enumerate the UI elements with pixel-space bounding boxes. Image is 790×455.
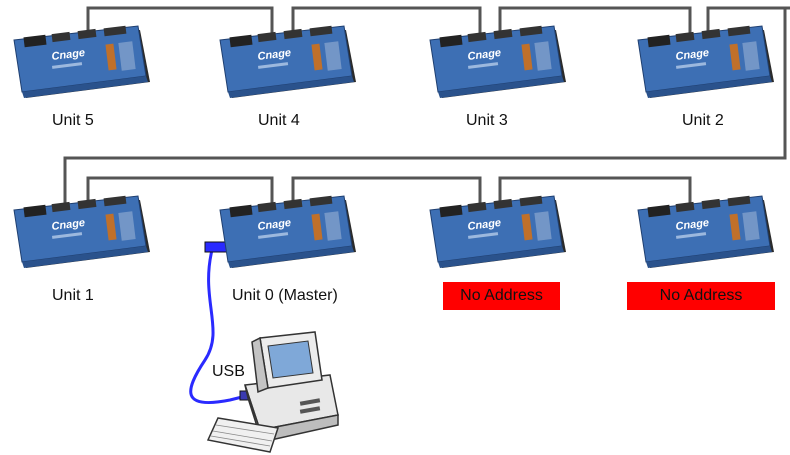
usb-label: USB — [212, 363, 245, 380]
controller-board-graphic: Cnage — [13, 195, 150, 268]
cable-unit0-na1 — [291, 176, 482, 210]
unit-0-label: Unit 0 (Master) — [232, 287, 338, 304]
connector-icon — [229, 204, 253, 218]
unit-0-board: Cnage — [218, 192, 358, 272]
computer-icon — [206, 331, 339, 453]
connector-icon — [229, 34, 253, 48]
cable-unit5-unit4 — [86, 6, 274, 40]
svg-text:Cnage: Cnage — [51, 217, 86, 233]
unit-3-label: Unit 3 — [466, 112, 508, 129]
controller-board-graphic: Cnage — [219, 25, 356, 98]
unit-2-label: Unit 2 — [682, 112, 724, 129]
svg-text:Cnage: Cnage — [257, 47, 292, 63]
cable-unit3-unit2 — [498, 6, 692, 40]
cable-na1-na2 — [498, 176, 692, 210]
unit-1-label: Unit 1 — [52, 287, 94, 304]
cable-unit1-unit0 — [86, 176, 274, 210]
unit-na2-board: Cnage — [636, 192, 776, 272]
unit-na1-board: Cnage — [428, 192, 568, 272]
svg-text:Cnage: Cnage — [467, 47, 502, 63]
connector-icon — [23, 34, 47, 48]
unit-4-board: Cnage — [218, 22, 358, 102]
unit-5-label: Unit 5 — [52, 112, 94, 129]
no-address-badge-1: No Address — [443, 282, 560, 310]
unit-1-board: Cnage — [12, 192, 152, 272]
svg-text:Cnage: Cnage — [467, 217, 502, 233]
unit-2-board: Cnage — [636, 22, 776, 102]
unit-3-board: Cnage — [428, 22, 568, 102]
unit-4-label: Unit 4 — [258, 112, 300, 129]
unit-5-board: Cnage — [12, 22, 152, 102]
connector-icon — [647, 34, 671, 48]
no-address-badge-2: No Address — [627, 282, 775, 310]
svg-text:Cnage: Cnage — [257, 217, 292, 233]
controller-board-graphic: Cnage — [429, 195, 566, 268]
controller-board-graphic: Cnage — [219, 195, 356, 268]
controller-board-graphic: Cnage — [429, 25, 566, 98]
controller-board-graphic: Cnage — [637, 25, 774, 98]
cable-unit2-wrap — [706, 6, 790, 40]
connector-icon — [647, 204, 671, 218]
connector-icon — [439, 34, 463, 48]
svg-text:Cnage: Cnage — [51, 47, 86, 63]
connector-icon — [23, 204, 47, 218]
usb-cable — [189, 249, 251, 405]
cable-unit4-unit3 — [291, 6, 482, 40]
svg-text:Cnage: Cnage — [675, 217, 710, 233]
controller-board-graphic: Cnage — [13, 25, 150, 98]
svg-text:Cnage: Cnage — [675, 47, 710, 63]
controller-board-graphic: Cnage — [637, 195, 774, 268]
cable-return — [63, 6, 790, 210]
connector-icon — [439, 204, 463, 218]
chain-cables — [63, 6, 790, 210]
